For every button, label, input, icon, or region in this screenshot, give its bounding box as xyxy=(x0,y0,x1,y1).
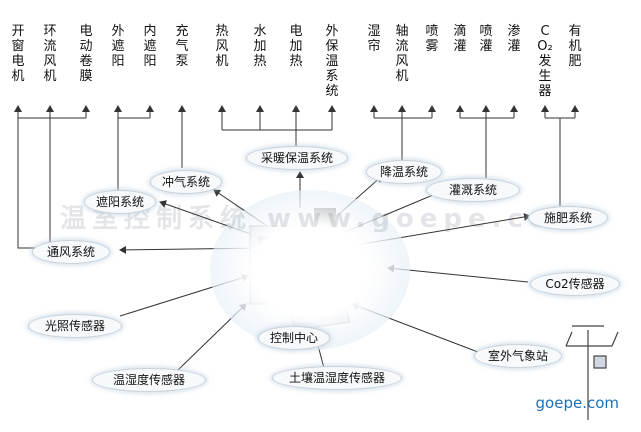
output-label: CO₂发生器 xyxy=(537,24,553,99)
output-label: 渗灌 xyxy=(506,24,522,54)
tongfeng-wire xyxy=(18,118,60,248)
control-center-node: 控制中心 xyxy=(258,326,330,350)
weather-station-node: 室外气象站 xyxy=(474,344,562,368)
output-label: 湿帘 xyxy=(366,24,382,54)
output-label: 外遮阳 xyxy=(110,24,126,69)
output-label: 内遮阳 xyxy=(142,24,158,69)
output-label: 喷雾 xyxy=(424,24,440,54)
cooling-system-node: 降温系统 xyxy=(366,160,442,184)
output-label: 水加热 xyxy=(252,24,268,69)
output-label: 轴流风机 xyxy=(394,24,410,84)
output-label: 喷灌 xyxy=(478,24,494,54)
soil-sensor-node: 土壤温湿度传感器 xyxy=(272,366,402,390)
output-label: 电动卷膜 xyxy=(78,24,94,84)
output-label: 充气泵 xyxy=(174,24,190,69)
output-label: 环流风机 xyxy=(42,24,58,84)
output-label: 有机肥 xyxy=(567,24,583,69)
output-label: 热风机 xyxy=(214,24,230,69)
fertilizer-system-node: 施肥系统 xyxy=(528,206,608,230)
output-label: 滴灌 xyxy=(452,24,468,54)
irrigation-system-node: 灌溉系统 xyxy=(426,178,520,202)
light-sensor-node: 光照传感器 xyxy=(28,314,122,338)
ventilation-system-node: 通风系统 xyxy=(32,240,110,264)
heating-system-node: 采暖保温系统 xyxy=(246,146,348,170)
shading-system-node: 遮阳系统 xyxy=(84,190,156,214)
inflation-system-node: 冲气系统 xyxy=(150,170,222,194)
output-label: 外保温系统 xyxy=(324,24,340,99)
output-label: 电加热 xyxy=(288,24,304,69)
temp-humidity-sensor-node: 温湿度传感器 xyxy=(92,368,206,392)
brand-watermark: goepe.com xyxy=(536,394,619,412)
output-label: 开窗电机 xyxy=(10,24,26,84)
co2-sensor-node: Co2传感器 xyxy=(530,272,620,296)
